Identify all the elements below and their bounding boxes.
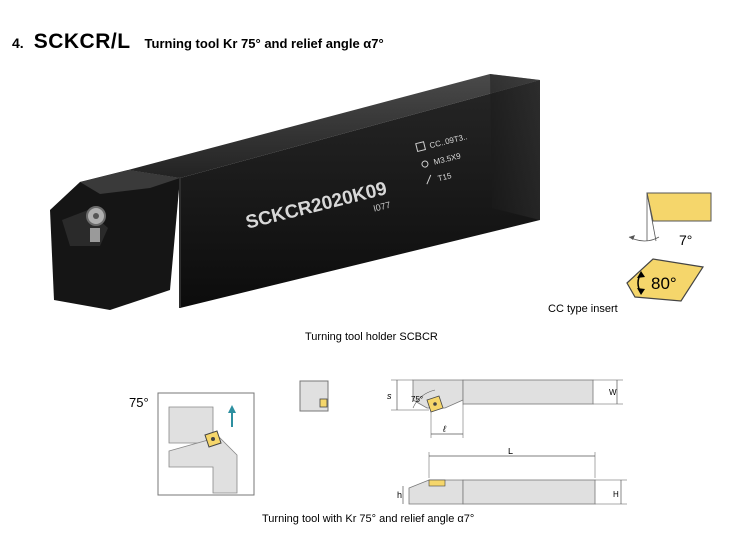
- nose-angle-label: 80°: [651, 274, 677, 293]
- holder-caption: Turning tool holder SCBCR: [305, 331, 438, 343]
- screw-thread: [90, 228, 100, 242]
- rhombus-insert: [626, 258, 705, 302]
- side-head: [408, 479, 464, 505]
- dim-s-label: s: [387, 391, 392, 401]
- shank-front-face: [180, 80, 540, 308]
- bottom-caption: Turning tool with Kr 75° and relief angl…: [262, 513, 475, 525]
- key-spec-engraving: T15: [437, 171, 453, 183]
- plan-shank: [462, 379, 594, 405]
- dim-w-label: W: [609, 388, 617, 397]
- shank-end-face: [490, 74, 540, 220]
- dim-H-label: H: [613, 490, 619, 499]
- screw-icon: [421, 160, 429, 168]
- side-angle-label: 75°: [411, 395, 423, 404]
- dim-l-small-label: ℓ: [442, 424, 446, 434]
- page-heading: 4. SCKCR/L Turning tool Kr 75° and relie…: [12, 30, 384, 54]
- insert-type-caption: CC type insert: [548, 303, 618, 315]
- side-shank: [462, 479, 596, 505]
- holder-top-view: [168, 436, 238, 494]
- insert-icon: [415, 141, 427, 153]
- end-view-body: [299, 380, 329, 412]
- relief-angle-label: 7°: [679, 232, 692, 248]
- plan-dimension-drawing: s 75° ℓ W: [387, 379, 623, 438]
- end-view-insert: [319, 398, 328, 408]
- dim-L-label: L: [508, 448, 513, 456]
- section-number: 4.: [12, 35, 24, 51]
- approach-angle-drawing: 75°: [129, 392, 255, 496]
- side-dimension-drawing: L h H: [397, 448, 627, 505]
- insert-profile: [646, 192, 712, 222]
- tool-code-engraving: I077: [372, 200, 391, 214]
- cc-insert-diagram: 7° 80°: [626, 192, 712, 302]
- tool-head: [50, 170, 180, 310]
- tool-holder-photo: SCKCR2020K09 I077 CC..09T3.. M3.5X9 T15: [50, 74, 540, 310]
- tool-subtitle: Turning tool Kr 75° and relief angle α7°: [144, 36, 384, 51]
- end-view-drawing: [299, 380, 329, 412]
- key-icon: [426, 174, 432, 185]
- shank-top-face: [128, 74, 540, 178]
- side-insert: [428, 479, 446, 487]
- approach-angle-label: 75°: [129, 395, 149, 410]
- tool-code-title: SCKCR/L: [33, 30, 131, 53]
- dim-h-label: h: [397, 490, 402, 500]
- head-top: [80, 170, 180, 194]
